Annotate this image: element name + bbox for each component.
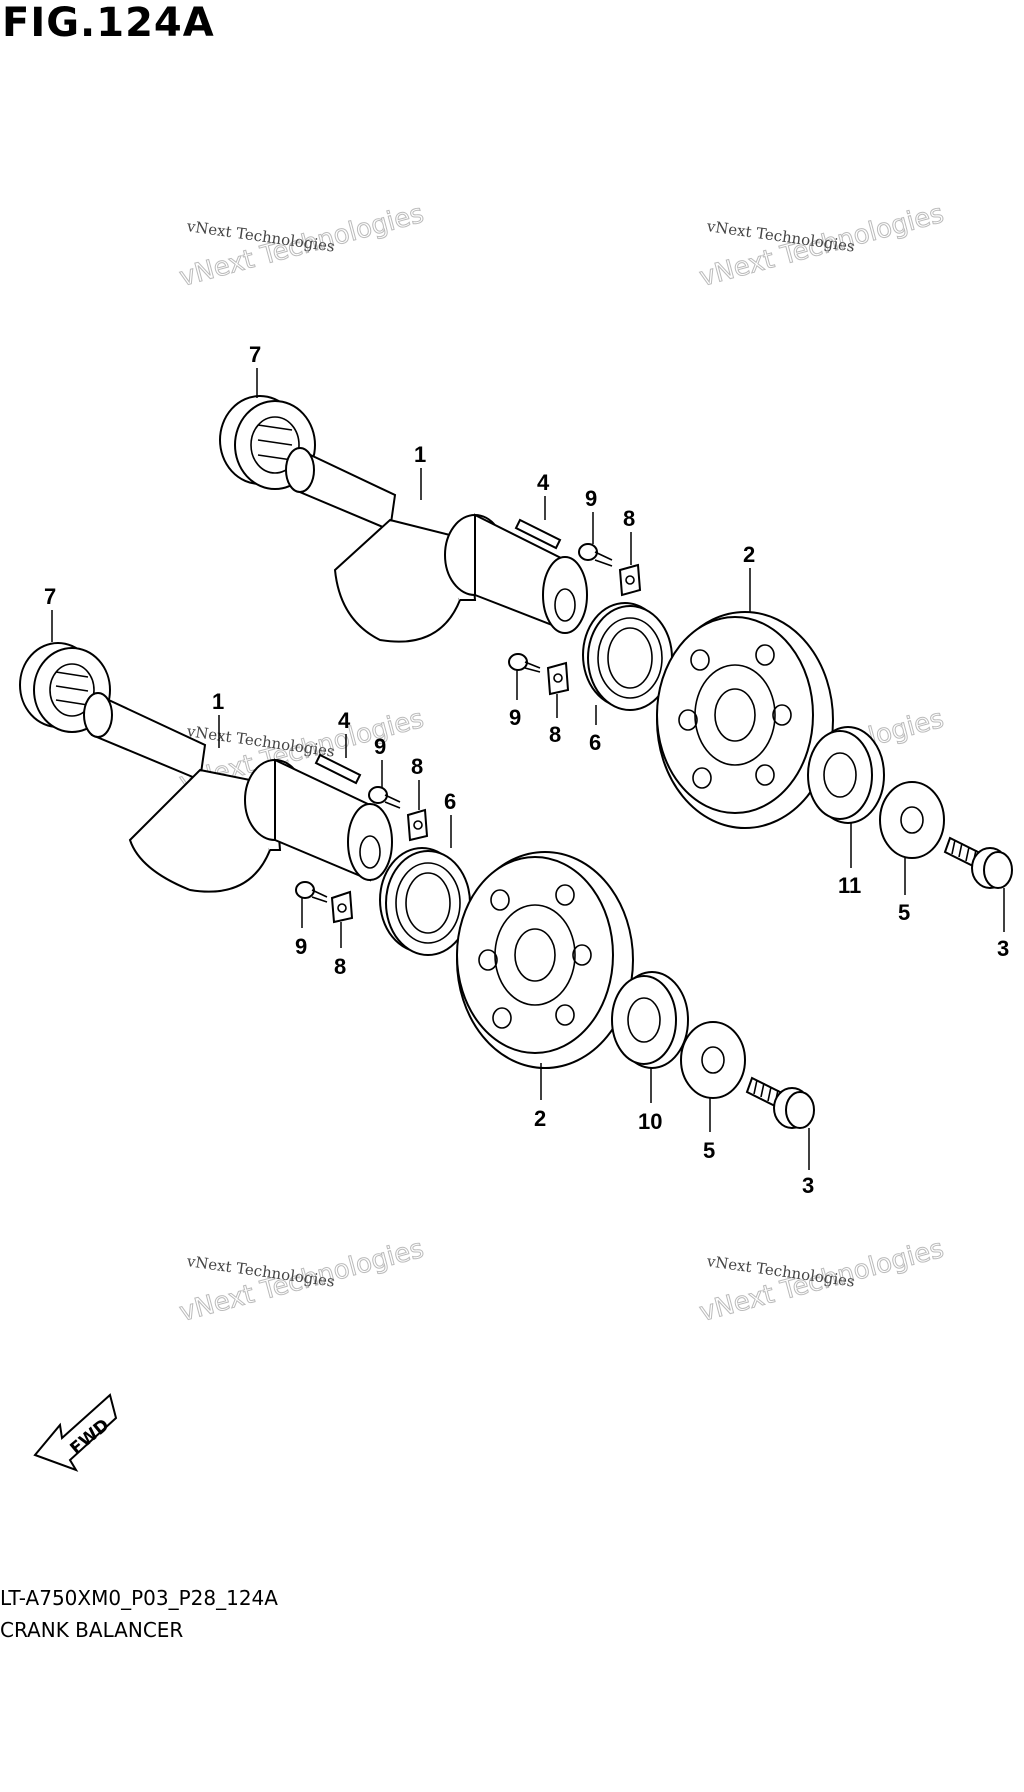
plate-lower-left (330, 890, 354, 924)
balancer-shaft-upper (285, 447, 588, 643)
svg-text:11: 11 (838, 873, 861, 898)
callout-6-upper: 6 (589, 705, 601, 755)
svg-text:7: 7 (44, 584, 56, 609)
balancer-gear-11 (807, 726, 885, 824)
figure-title: FIG.124A (2, 0, 215, 46)
svg-text:5: 5 (898, 900, 910, 925)
callout-8-lower-right: 8 (411, 754, 423, 810)
diagram-code: LT-A750XM0_P03_P28_124A (0, 1586, 278, 1610)
fwd-arrow: FWD (33, 1393, 118, 1472)
watermark-top-left: vNext Technologies vNext Technologies (176, 198, 427, 293)
plate-upper-right (618, 563, 642, 597)
driven-gear-upper (656, 611, 834, 829)
callout-9-upper-left: 9 (509, 670, 521, 730)
svg-text:3: 3 (997, 936, 1009, 961)
callout-8-lower-left: 8 (334, 922, 346, 979)
watermark-bottom-left: vNext Technologies vNext Technologies (176, 1233, 427, 1328)
svg-text:6: 6 (589, 730, 601, 755)
washer-upper (879, 781, 945, 859)
svg-text:4: 4 (338, 708, 351, 733)
callout-6-lower: 6 (444, 789, 456, 848)
bolt-lower-left (295, 881, 328, 903)
callout-7-upper: 7 (249, 342, 261, 398)
ball-bearing-upper (582, 602, 673, 711)
svg-text:2: 2 (534, 1106, 546, 1131)
ball-bearing-lower (379, 847, 471, 956)
svg-text:1: 1 (212, 689, 224, 714)
diagram-caption: CRANK BALANCER (0, 1618, 184, 1642)
svg-text:6: 6 (444, 789, 456, 814)
plate-lower-right (406, 808, 429, 842)
svg-text:9: 9 (509, 705, 521, 730)
watermark-bottom-right: vNext Technologies vNext Technologies (696, 1233, 947, 1328)
svg-text:5: 5 (703, 1138, 715, 1163)
bolt-lower-right (368, 786, 401, 809)
callout-1-upper: 1 (414, 442, 426, 500)
plate-upper-left (546, 661, 570, 696)
bolt-3-lower (745, 1076, 815, 1129)
svg-text:8: 8 (549, 722, 561, 747)
callout-4-upper: 4 (537, 470, 550, 520)
callout-9-lower-left: 9 (295, 898, 307, 959)
bolt-upper-right (578, 543, 613, 567)
callout-3-lower: 3 (802, 1128, 814, 1198)
bolt-upper-left (508, 653, 541, 673)
svg-text:8: 8 (623, 506, 635, 531)
bolt-3-upper (943, 836, 1013, 889)
key-lower (314, 753, 362, 785)
svg-text:9: 9 (374, 734, 386, 759)
watermark-top-right: vNext Technologies vNext Technologies (696, 198, 947, 293)
balancer-shaft-lower (83, 692, 393, 893)
svg-text:8: 8 (411, 754, 423, 779)
svg-text:9: 9 (585, 486, 597, 511)
driven-gear-lower (456, 851, 634, 1069)
key-upper (514, 518, 562, 550)
callout-2-upper: 2 (743, 542, 755, 612)
callout-2-lower: 2 (534, 1063, 546, 1131)
svg-text:9: 9 (295, 934, 307, 959)
callout-11: 11 (838, 823, 861, 898)
svg-text:1: 1 (414, 442, 426, 467)
balancer-gear-10 (611, 971, 689, 1069)
callout-5-upper: 5 (898, 858, 910, 925)
callout-10: 10 (638, 1068, 662, 1134)
callout-7-lower: 7 (44, 584, 56, 642)
callout-3-upper: 3 (997, 888, 1009, 961)
callout-8-upper-left: 8 (549, 694, 561, 747)
callout-9-lower-right: 9 (374, 734, 386, 788)
svg-text:8: 8 (334, 954, 346, 979)
callout-1-lower: 1 (212, 689, 224, 748)
svg-text:2: 2 (743, 542, 755, 567)
svg-text:4: 4 (537, 470, 550, 495)
callout-4-lower: 4 (338, 708, 351, 758)
svg-text:10: 10 (638, 1109, 662, 1134)
callout-5-lower: 5 (703, 1098, 715, 1163)
callout-8-upper-right: 8 (623, 506, 635, 565)
washer-lower (680, 1021, 746, 1099)
svg-text:7: 7 (249, 342, 261, 367)
callout-9-upper-right: 9 (585, 486, 597, 544)
svg-text:3: 3 (802, 1173, 814, 1198)
